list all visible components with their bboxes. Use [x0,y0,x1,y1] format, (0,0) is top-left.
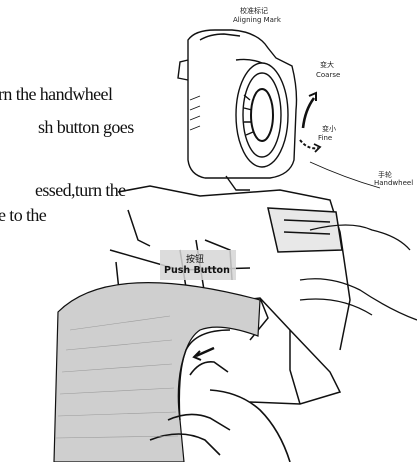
coarse-label-cn: 变大 [320,61,334,69]
handwheel-label-en: Handwheel [374,179,414,187]
aligning-mark-label-en: Aligning Mark [233,16,281,24]
handwheel-label-cn: 手轮 [378,171,392,179]
push-button-label-cn: 按钮 [186,255,205,265]
instruction-line-4: e to the [0,205,47,225]
push-button-label-en: Push Button [164,265,230,276]
coarse-label-en: Coarse [316,71,341,79]
instruction-line-1: rn the handwheel [0,84,113,104]
fine-label-cn: 变小 [322,125,336,133]
aligning-mark-label-cn: 校准标记 [240,7,268,15]
instruction-line-3: essed,turn the [35,180,126,200]
instruction-line-2: sh button goes [38,117,134,137]
fine-label-en: Fine [318,134,333,142]
